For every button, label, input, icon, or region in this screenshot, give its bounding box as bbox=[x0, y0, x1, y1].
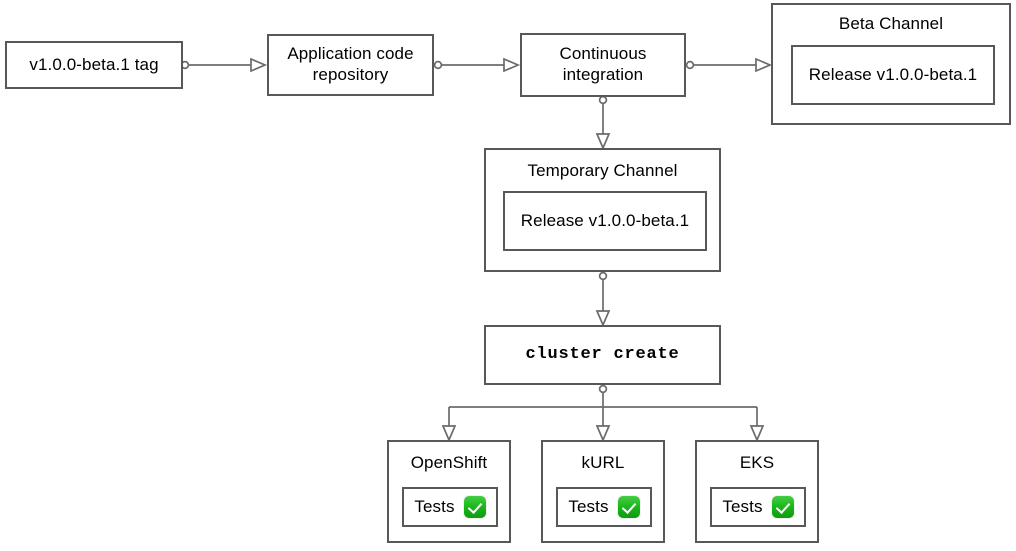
node-kurl-title: kURL bbox=[581, 453, 625, 472]
edge-arrowhead bbox=[595, 133, 611, 151]
edge-start-dot bbox=[433, 60, 443, 70]
node-beta-channel-title: Beta Channel bbox=[838, 14, 944, 33]
node-beta-channel-release-label: Release v1.0.0-beta.1 bbox=[808, 64, 978, 84]
node-temporary-channel-release-label: Release v1.0.0-beta.1 bbox=[520, 210, 690, 230]
green-check-icon bbox=[617, 496, 640, 518]
edge-arrowhead bbox=[595, 310, 611, 328]
node-beta-channel[interactable]: Beta Channel Release v1.0.0-beta.1 bbox=[771, 3, 1011, 125]
node-beta-channel-release[interactable]: Release v1.0.0-beta.1 bbox=[791, 45, 995, 105]
eks-tests-label: Tests bbox=[722, 496, 763, 516]
node-eks-tests[interactable]: Tests bbox=[710, 487, 806, 527]
kurl-tests-label: Tests bbox=[568, 496, 609, 516]
edge-start-dot bbox=[598, 384, 608, 394]
edge-arrowhead bbox=[755, 57, 773, 73]
node-cluster-create[interactable]: cluster create bbox=[484, 325, 721, 385]
node-cluster-create-label: cluster create bbox=[525, 344, 680, 364]
edge-arrowhead bbox=[441, 425, 457, 443]
node-application-code-repository[interactable]: Application code repository bbox=[267, 34, 434, 96]
edge-start-dot bbox=[598, 271, 608, 281]
green-check-icon bbox=[463, 496, 486, 518]
openshift-tests-label: Tests bbox=[414, 496, 455, 516]
node-temporary-channel[interactable]: Temporary Channel Release v1.0.0-beta.1 bbox=[484, 148, 721, 272]
edge-start-dot bbox=[685, 60, 695, 70]
openshift-tests-row: Tests bbox=[414, 496, 486, 518]
node-temporary-channel-title: Temporary Channel bbox=[527, 161, 678, 180]
edge-arrowhead bbox=[503, 57, 521, 73]
node-continuous-integration-label: Continuous integration bbox=[559, 44, 647, 84]
green-check-icon bbox=[771, 496, 794, 518]
node-temporary-channel-release[interactable]: Release v1.0.0-beta.1 bbox=[503, 191, 707, 251]
kurl-tests-row: Tests bbox=[568, 496, 640, 518]
node-tag-label: v1.0.0-beta.1 tag bbox=[29, 54, 159, 74]
node-openshift-title: OpenShift bbox=[410, 453, 488, 472]
node-tag[interactable]: v1.0.0-beta.1 tag bbox=[5, 41, 183, 89]
edge-arrowhead bbox=[749, 425, 765, 443]
node-continuous-integration[interactable]: Continuous integration bbox=[520, 33, 686, 97]
node-application-code-repository-label: Application code repository bbox=[287, 44, 414, 84]
edge-start-dot bbox=[598, 95, 608, 105]
node-eks[interactable]: EKS Tests bbox=[695, 440, 819, 543]
edge-arrowhead bbox=[595, 425, 611, 443]
node-openshift[interactable]: OpenShift Tests bbox=[387, 440, 511, 543]
eks-tests-row: Tests bbox=[722, 496, 794, 518]
edge-arrowhead bbox=[250, 57, 268, 73]
node-kurl[interactable]: kURL Tests bbox=[541, 440, 665, 543]
node-kurl-tests[interactable]: Tests bbox=[556, 487, 652, 527]
node-openshift-tests[interactable]: Tests bbox=[402, 487, 498, 527]
node-eks-title: EKS bbox=[739, 453, 775, 472]
